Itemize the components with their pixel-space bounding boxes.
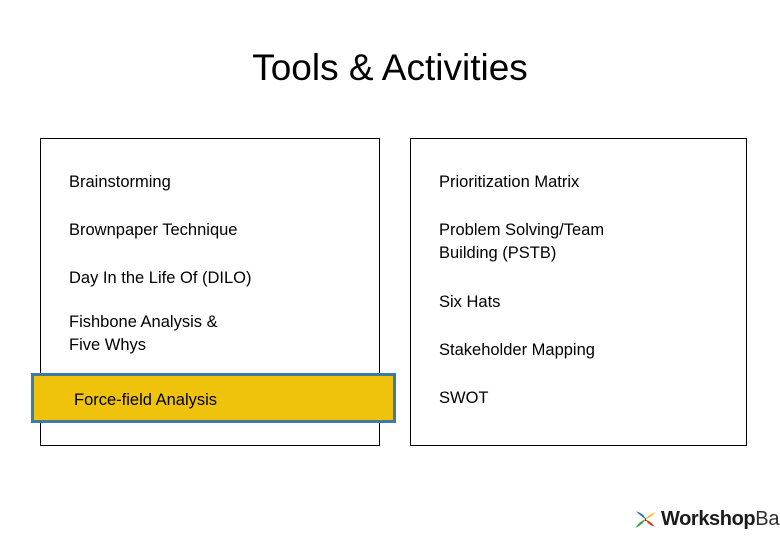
list-item[interactable]: SWOT [439,389,489,407]
highlighted-item-label: Force-field Analysis [74,391,218,409]
list-item[interactable]: Day In the Life Of (DILO) [69,269,252,287]
logo-text: WorkshopBank [661,508,780,530]
list-item[interactable]: Brainstorming [69,173,171,191]
list-item[interactable]: Stakeholder Mapping [439,341,595,359]
workshopbank-logo: WorkshopBank [634,503,780,535]
list-item[interactable]: Prioritization Matrix [439,173,580,191]
logo-word-secondary: Bank [755,508,780,530]
logo-word-primary: Workshop [661,508,756,530]
list-item[interactable]: Six Hats [439,293,501,311]
highlighted-item-force-field-analysis[interactable]: Force-field Analysis [31,373,396,423]
list-item[interactable]: Problem Solving/Team Building (PSTB) [439,221,605,262]
list-item[interactable]: Fishbone Analysis & Five Whys [69,313,218,354]
butterfly-icon [635,510,656,528]
page-title: Tools & Activities [252,47,528,88]
list-item[interactable]: Brownpaper Technique [69,221,238,239]
right-column-box: Prioritization Matrix Problem Solving/Te… [410,138,747,446]
